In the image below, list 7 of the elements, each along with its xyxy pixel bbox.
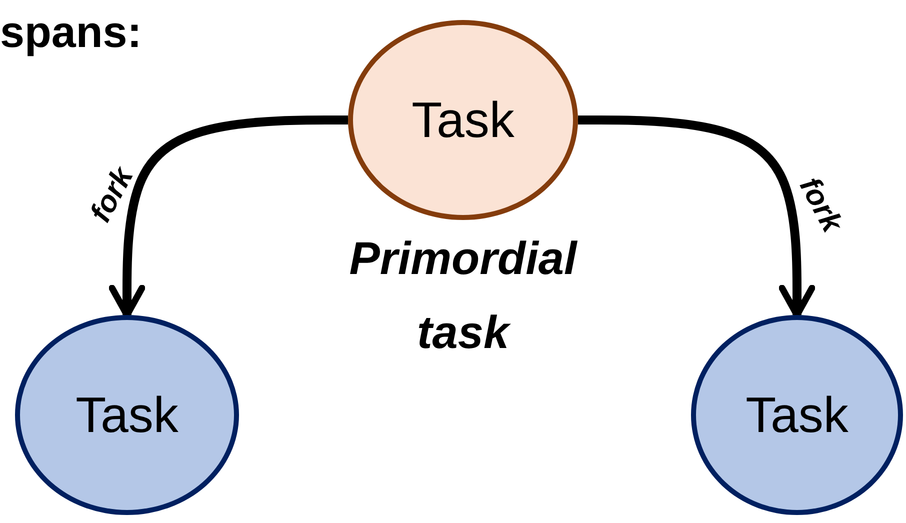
node-label: Task: [746, 386, 848, 444]
node-label: Task: [76, 386, 178, 444]
edge-label: fork: [792, 172, 848, 238]
heading-text: spans:: [0, 8, 142, 58]
edge-label: fork: [84, 162, 140, 228]
node-caption: Primordial task: [348, 231, 578, 360]
node-label: Task: [412, 91, 514, 149]
